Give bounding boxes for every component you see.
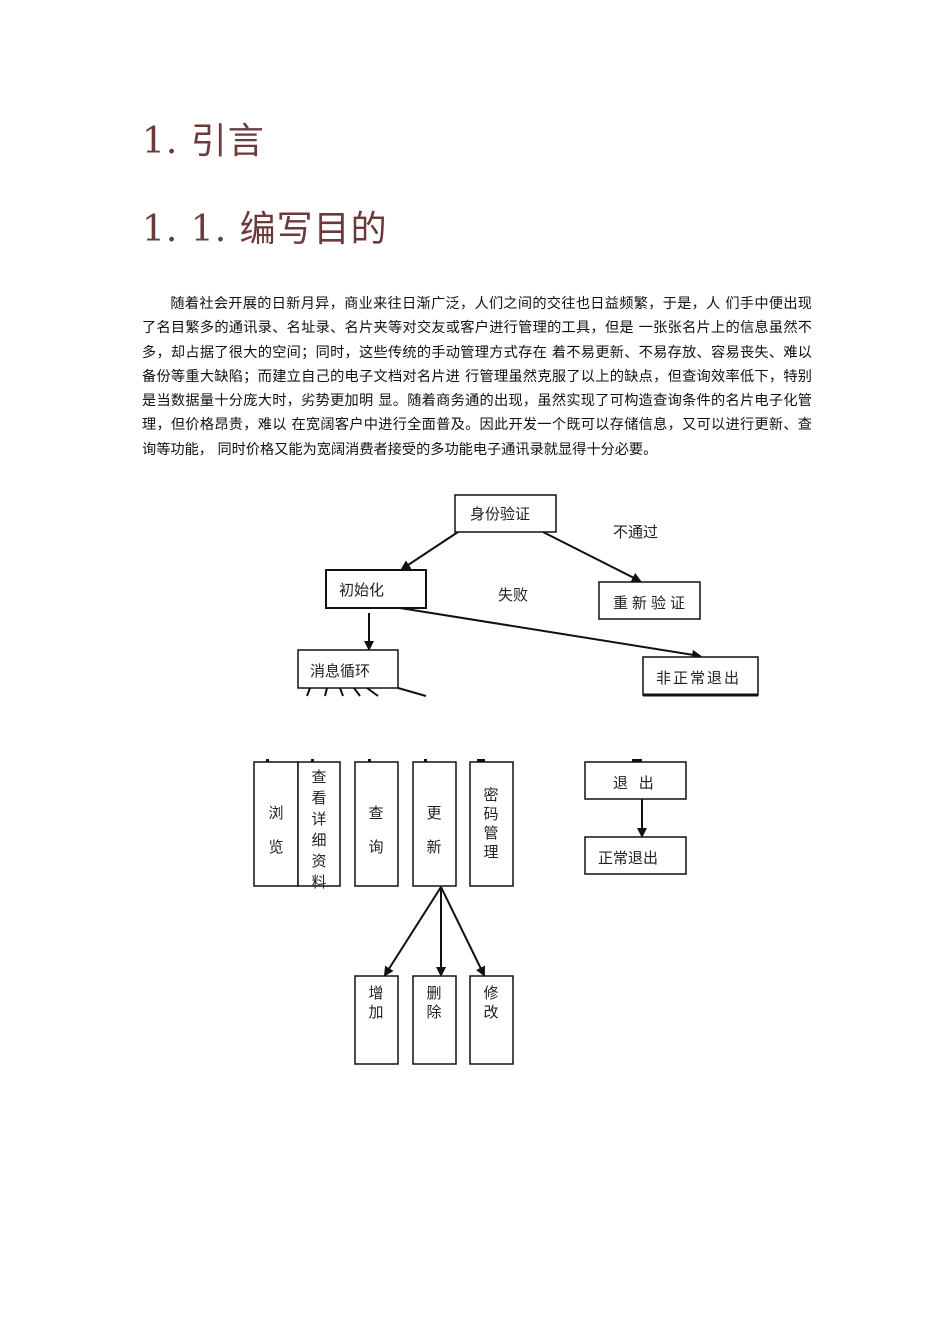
edge-auth-init <box>400 531 459 571</box>
arrow-stub-password <box>477 759 485 762</box>
node-update-label: 更新 <box>426 804 441 856</box>
edge-msgloop-fan-3 <box>339 687 344 697</box>
node-delete-label: 删除 <box>426 984 441 1021</box>
arrow-stub-exit <box>632 759 642 762</box>
arrow-stub-update <box>424 759 427 762</box>
body-paragraph: 随着社会开展的日新月异，商业来往日渐广泛，人们之间的交往也日益频繁，于是，人 们… <box>142 296 812 458</box>
node-abnormal-exit-box <box>642 656 759 696</box>
node-view-detail-label: 查看详细资料 <box>311 768 326 891</box>
edge-label-not-passed: 不通过 <box>613 523 658 541</box>
node-normal-exit-label: 正常退出 <box>598 849 658 867</box>
heading-purpose: 1. 1. 编写目的 <box>142 209 388 250</box>
edge-msgloop-fan-2 <box>324 687 328 697</box>
edge-label-failed: 失败 <box>498 586 528 604</box>
node-msgloop-label: 消息循环 <box>310 662 370 680</box>
node-init-label: 初始化 <box>339 581 384 599</box>
node-password-label: 密码管理 <box>483 786 498 861</box>
edge-init-abnormal <box>399 607 702 660</box>
node-init-box <box>325 569 427 609</box>
node-browse-box <box>253 761 299 887</box>
node-update-box <box>412 761 457 887</box>
node-add-box <box>354 975 399 1065</box>
node-reauth-label: 重新验证 <box>613 594 689 612</box>
edge-msgloop-fan-6 <box>397 687 427 697</box>
node-normal-exit-box <box>584 836 687 875</box>
node-msgloop-box <box>297 649 399 689</box>
node-add-label: 增加 <box>368 984 383 1021</box>
node-password-box <box>469 761 514 887</box>
node-view-detail-box <box>297 761 341 887</box>
node-abnormal-exit-label: 非正常退出 <box>656 669 741 687</box>
arrow-stub-query <box>368 759 371 762</box>
node-delete-box <box>412 975 457 1065</box>
edge-msgloop-fan-5 <box>366 687 379 697</box>
arrow-stub-browse <box>266 759 269 762</box>
node-browse-label: 浏览 <box>268 804 283 856</box>
edge-msgloop-fan-4 <box>353 687 361 697</box>
arrow-stub-detail <box>311 759 314 762</box>
node-exit-box <box>584 761 687 800</box>
node-query-box <box>354 761 399 887</box>
edge-msgloop-fan-1 <box>306 687 311 697</box>
node-query-label: 查询 <box>368 804 383 856</box>
edge-auth-reauth <box>542 531 642 582</box>
edge-update-add <box>383 886 442 977</box>
heading-introduction: 1. 引言 <box>142 121 265 162</box>
edge-update-modify <box>440 886 485 977</box>
node-modify-box <box>469 975 514 1065</box>
node-auth-box <box>454 494 557 533</box>
node-modify-label: 修改 <box>483 984 498 1021</box>
node-auth-label: 身份验证 <box>470 505 530 523</box>
node-reauth-box <box>598 581 701 620</box>
node-exit-label: 退 出 <box>613 774 657 792</box>
